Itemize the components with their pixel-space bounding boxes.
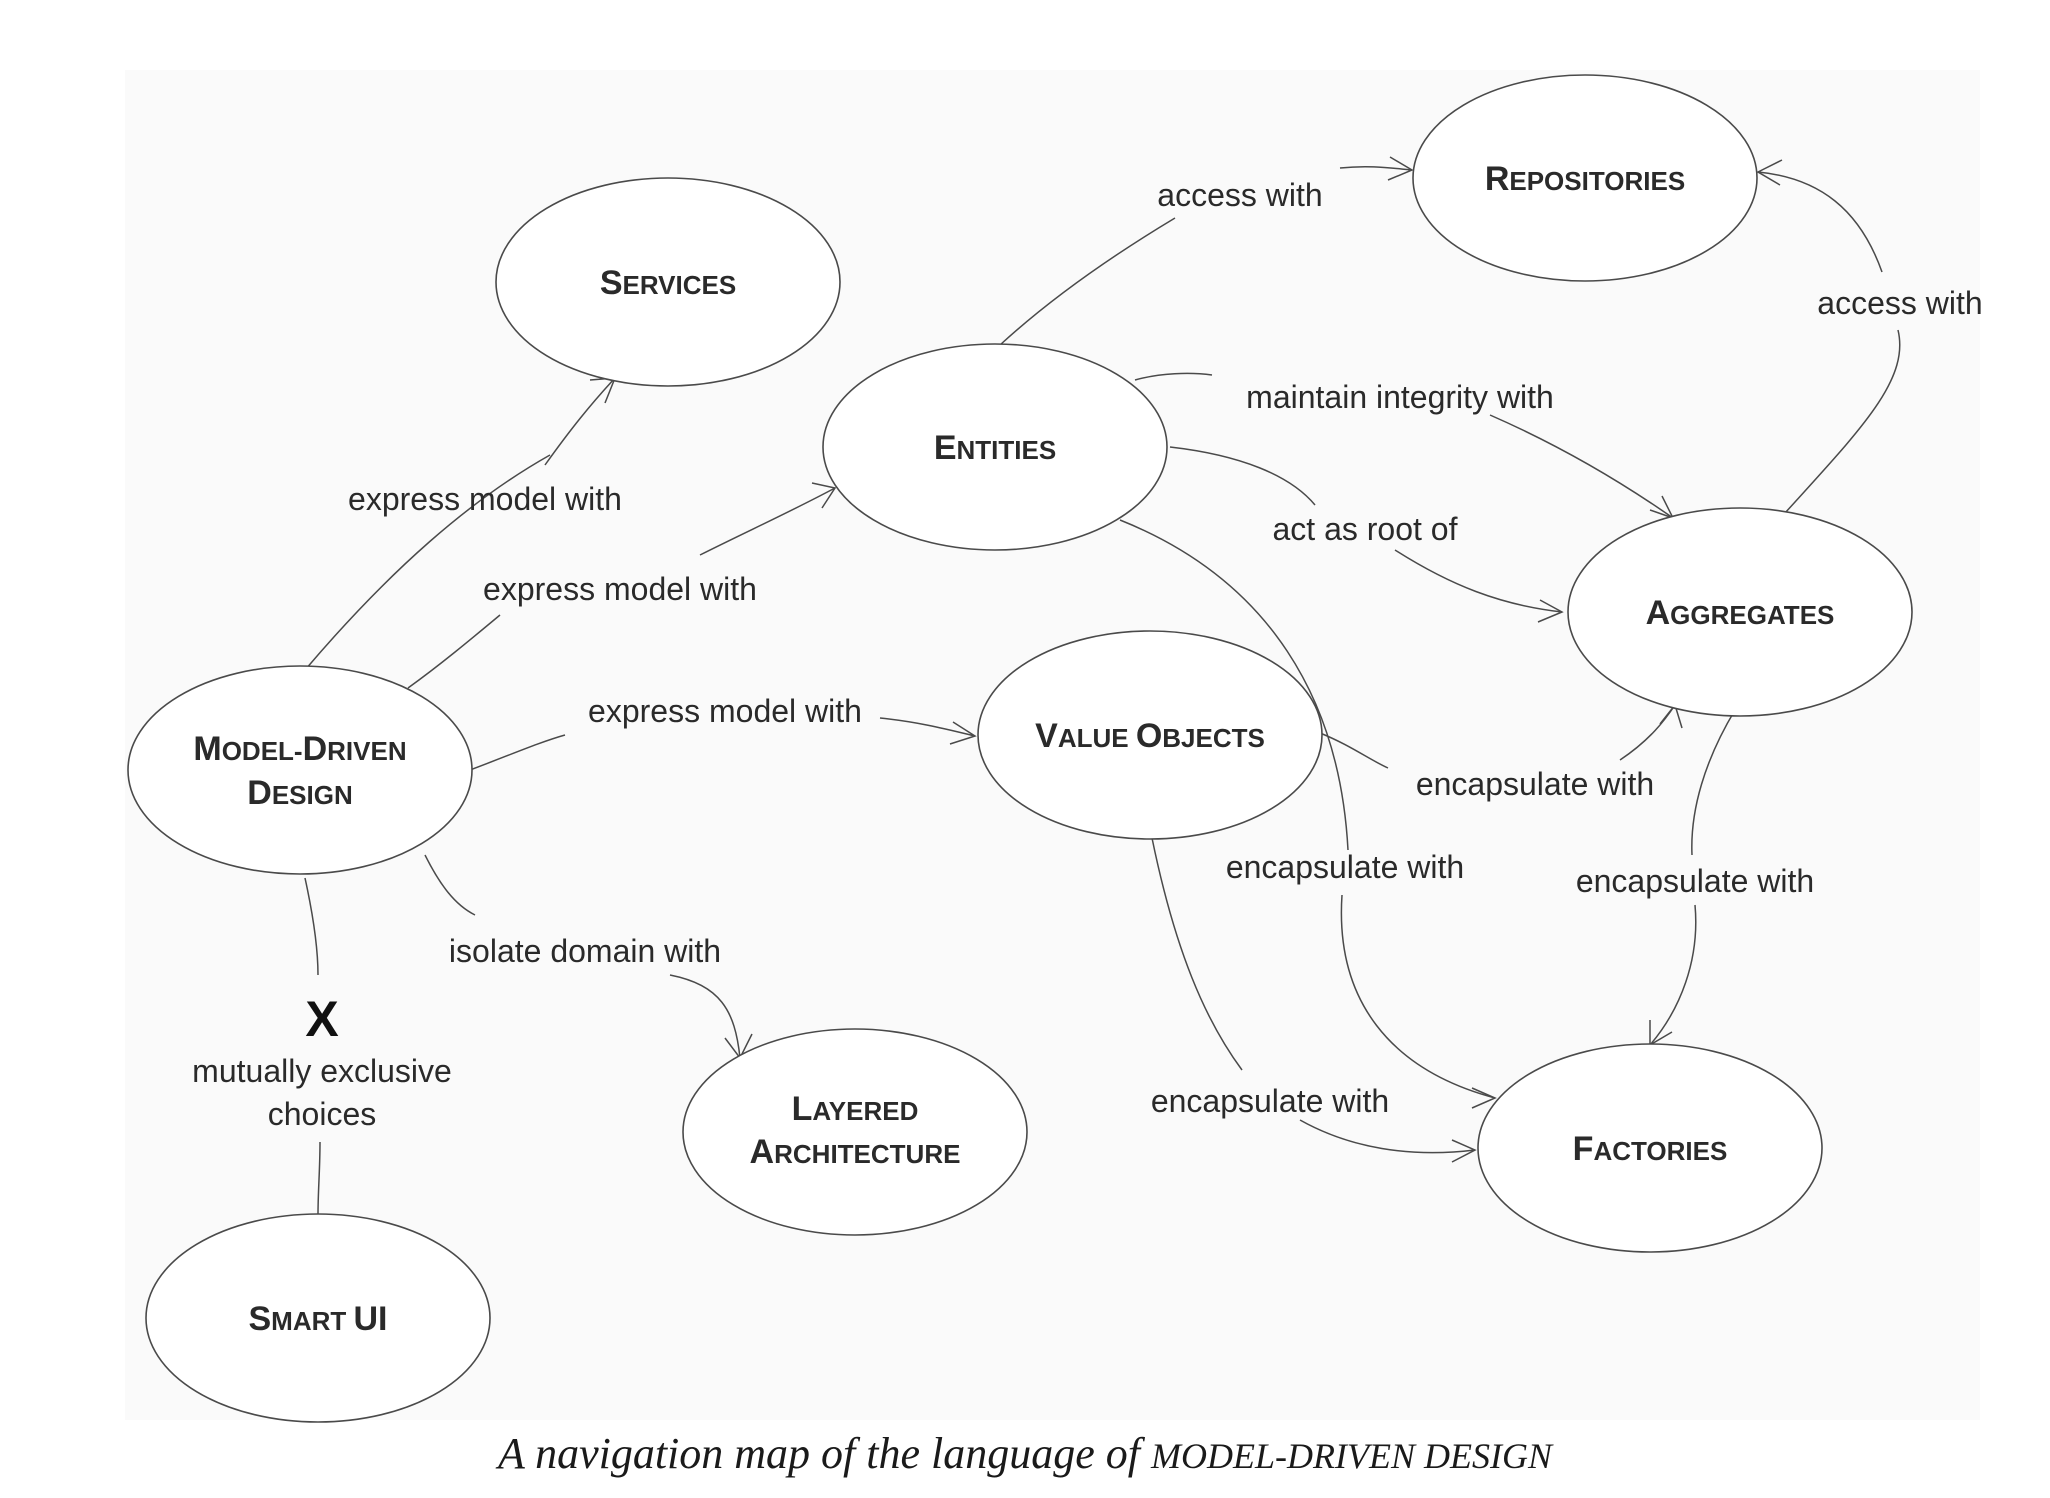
arrowhead-value-objects [949,721,977,745]
svg-text:FACTORIES: FACTORIES [1573,1130,1728,1168]
label-express-model-entities: express model with [483,571,757,607]
edge-value-objects-factories [1151,837,1243,1071]
edge-mdd-layered [424,854,476,916]
arrowhead-repositories-2 [1756,159,1783,186]
figure-caption: A navigation map of the language of MODE… [0,1428,2050,1479]
edges [304,156,1901,1216]
node-repositories[interactable]: REPOSITORIES [1412,74,1758,282]
svg-text:MODEL-DRIVEN: MODEL-DRIVEN [193,730,406,768]
edge-entities-repositories [1339,165,1413,171]
edge-mdd-services [304,454,551,671]
svg-text:ARCHITECTURE: ARCHITECTURE [750,1133,961,1171]
node-entities[interactable]: ENTITIES [822,343,1168,551]
edge-aggregates-factories [1691,709,1736,856]
node-smart-ui[interactable]: SMART UI [145,1213,491,1423]
edge-entities-repositories [999,217,1176,346]
label-access-with-aggregates: access with [1817,285,1982,321]
svg-text:VALUE OBJECTS: VALUE OBJECTS [1035,717,1265,755]
label-isolate-domain: isolate domain with [449,933,721,969]
label-encapsulate-vo-aggregates: encapsulate with [1416,766,1654,802]
edge-mdd-exclusive [304,877,319,976]
arrowhead-aggregates-root [1537,599,1564,623]
svg-text:LAYERED: LAYERED [792,1090,919,1128]
edge-exclusive-smart-ui [317,1141,321,1216]
svg-text:DESIGN: DESIGN [247,774,352,812]
edge-aggregates-factories [1649,904,1697,1046]
node-value-objects[interactable]: VALUE OBJECTS [977,630,1323,840]
edge-labels: express model with express model with ex… [192,177,1983,1132]
svg-text:SERVICES: SERVICES [600,264,736,302]
label-encapsulate-vo-factories: encapsulate with [1151,1083,1389,1119]
nodes: SERVICES ENTITIES REPOSITORIES AGGREGATE… [127,74,1913,1423]
node-aggregates[interactable]: AGGREGATES [1567,507,1913,717]
svg-text:REPOSITORIES: REPOSITORIES [1485,160,1685,198]
arrowhead-entities [811,482,837,509]
node-model-driven-design[interactable]: MODEL-DRIVEN DESIGN [127,665,473,875]
edge-entities-aggregates-root [1169,446,1316,506]
exclusive-x-mark: X [305,991,338,1047]
node-factories[interactable]: FACTORIES [1477,1043,1823,1253]
svg-text:AGGREGATES: AGGREGATES [1646,594,1835,632]
label-access-with-entities: access with [1157,177,1322,213]
edge-mdd-value-objects [879,717,976,737]
arrowhead-factories-entities [1471,1087,1497,1109]
label-choices: choices [268,1096,377,1132]
label-act-as-root: act as root of [1273,511,1458,547]
node-services[interactable]: SERVICES [495,177,841,387]
arrowhead-repositories [1387,156,1414,181]
edge-mdd-entities [407,614,501,689]
label-encapsulate-aggregates-factories: encapsulate with [1576,863,1814,899]
arrowhead-factories-vo [1451,1139,1477,1163]
edge-entities-aggregates-integrity [1134,372,1213,381]
caption-italic: A navigation map of the language of [498,1429,1152,1478]
label-express-model-services: express model with [348,481,622,517]
label-mutually-exclusive: mutually exclusive [192,1053,452,1089]
edge-mdd-layered [669,974,741,1059]
edge-mdd-entities [699,487,836,556]
label-encapsulate-entities-factories: encapsulate with [1226,849,1464,885]
label-express-model-value-objects: express model with [588,693,862,729]
edge-mdd-value-objects [469,734,566,771]
edge-value-objects-factories [1299,1119,1476,1154]
label-maintain-integrity: maintain integrity with [1246,379,1554,415]
caption-smallcaps: MODEL-DRIVEN DESIGN [1151,1436,1552,1476]
edge-aggregates-repositories [1784,329,1901,514]
svg-text:SMART UI: SMART UI [248,1300,387,1338]
node-layered-architecture[interactable]: LAYERED ARCHITECTURE [682,1028,1028,1236]
edge-value-objects-aggregates [1619,704,1676,761]
svg-text:ENTITIES: ENTITIES [934,429,1056,467]
edge-entities-factories [1119,519,1349,851]
edge-value-objects-aggregates [1319,732,1389,769]
edge-entities-aggregates-root [1394,549,1563,613]
edge-entities-factories [1340,894,1496,1099]
edge-entities-aggregates-integrity [1489,414,1674,519]
edge-aggregates-repositories [1757,171,1883,273]
edge-mdd-services [544,377,616,466]
